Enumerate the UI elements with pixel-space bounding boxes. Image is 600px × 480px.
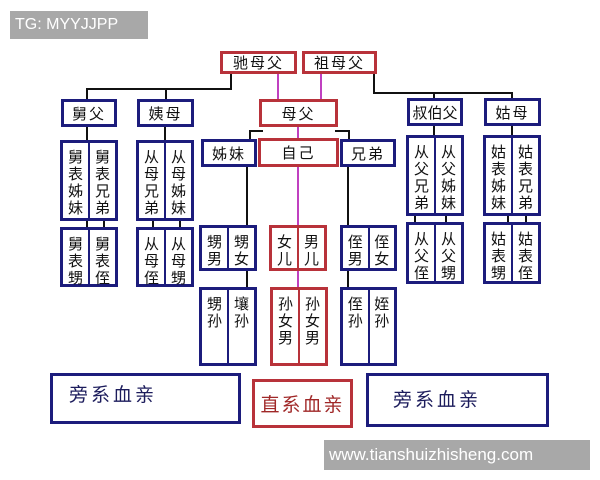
legend-direct: 直系血亲: [252, 379, 353, 428]
connector-line: [246, 270, 248, 288]
legend-collateral-right: 旁系血亲: [366, 373, 549, 427]
relative-cell: 从父侄: [413, 230, 429, 282]
maternal-uncle-cousin-children: 舅表甥 舅表侄: [60, 227, 118, 287]
direct-line: [277, 73, 279, 100]
relative-cell: 从父甥: [434, 225, 461, 282]
maternal-uncle-box: 舅父: [61, 99, 117, 127]
maternal-grandparents-box: 驰母父: [220, 51, 297, 74]
self-children: 女儿 男儿: [269, 225, 327, 271]
connector-line: [347, 166, 349, 226]
relative-cell: 女儿: [276, 233, 292, 268]
maternal-aunt-cousin-children: 从母侄 从母甥: [136, 227, 194, 287]
connector-line: [86, 88, 232, 90]
paternal-uncle-box: 叔伯父: [407, 98, 463, 126]
connector-line: [179, 220, 181, 228]
connector-line: [335, 130, 349, 132]
connector-line: [249, 130, 251, 140]
relative-cell: 从母侄: [143, 235, 159, 287]
legend-collateral-left: 旁系血亲: [50, 373, 241, 424]
watermark-bottom: www.tianshuizhisheng.com: [324, 440, 590, 470]
relative-cell: 甥女: [227, 228, 254, 268]
connector-line: [373, 92, 513, 94]
cousin-cell: 从父姊妹: [434, 138, 461, 213]
relative-cell: 姑表甥: [490, 230, 506, 282]
direct-line: [297, 126, 299, 139]
paternal-uncle-cousins: 从父兄弟 从父姊妹: [406, 135, 464, 216]
relative-cell: 孙女男: [298, 290, 325, 363]
cousin-cell: 姑表姊妹: [490, 143, 506, 212]
sisters-grandchildren: 甥孙 壤孙: [199, 287, 257, 366]
connector-line: [347, 270, 349, 288]
maternal-uncle-cousins: 舅表姊妹 舅表兄弟: [60, 140, 118, 221]
connector-line: [246, 166, 248, 226]
relative-cell: 舅表甥: [67, 235, 83, 287]
watermark-top: TG: MYYJJPP: [10, 11, 148, 39]
relative-cell: 甥孙: [206, 295, 222, 330]
relative-cell: 侄男: [347, 233, 363, 268]
cousin-cell: 从父兄弟: [413, 143, 429, 212]
direct-line: [297, 166, 299, 226]
connector-line: [433, 125, 435, 136]
connector-line: [511, 92, 513, 99]
sisters-children: 甥男 甥女: [199, 225, 257, 271]
relative-cell: 舅表侄: [88, 230, 115, 287]
cousin-cell: 从母兄弟: [143, 148, 159, 217]
connector-line: [525, 215, 527, 223]
connector-line: [86, 126, 88, 141]
connector-line: [445, 215, 447, 223]
relative-cell: 姪孙: [367, 290, 395, 363]
relative-cell: 从母甥: [164, 230, 191, 287]
parents-box: 母父: [259, 99, 338, 127]
relative-cell: 男儿: [297, 228, 324, 268]
connector-line: [164, 126, 166, 141]
relative-cell: 甥男: [206, 233, 222, 268]
relative-cell: 壤孙: [227, 290, 254, 363]
relative-cell: 姑表侄: [511, 225, 538, 282]
relative-cell: 侄孙: [347, 295, 363, 330]
connector-line: [152, 220, 154, 228]
direct-line: [320, 73, 322, 100]
connector-line: [507, 215, 509, 223]
cousin-cell: 舅表兄弟: [88, 143, 115, 218]
connector-line: [230, 73, 232, 89]
brothers-children: 侄男 侄女: [340, 225, 397, 271]
maternal-aunt-box: 姨母: [137, 99, 194, 127]
relative-cell: 侄女: [367, 228, 395, 268]
connector-line: [165, 88, 167, 100]
relative-cell: 孙女男: [277, 295, 293, 347]
connector-line: [103, 220, 105, 228]
connector-line: [433, 92, 435, 99]
brothers-box: 兄弟: [340, 139, 396, 167]
connector-line: [249, 130, 263, 132]
connector-line: [348, 130, 350, 140]
brothers-grandchildren: 侄孙 姪孙: [340, 287, 397, 366]
cousin-cell: 舅表姊妹: [67, 148, 83, 217]
sisters-box: 姊妹: [201, 139, 257, 167]
paternal-uncle-cousin-children: 从父侄 从父甥: [406, 222, 464, 284]
connector-line: [511, 125, 513, 136]
connector-line: [373, 73, 375, 93]
direct-line: [297, 270, 299, 288]
paternal-aunt-cousins: 姑表姊妹 姑表兄弟: [483, 135, 541, 216]
cousin-cell: 从母姊妹: [164, 143, 191, 218]
maternal-aunt-cousins: 从母兄弟 从母姊妹: [136, 140, 194, 221]
self-grandchildren: 孙女男 孙女男: [270, 287, 328, 366]
paternal-aunt-box: 姑母: [484, 98, 541, 126]
self-box: 自己: [258, 138, 339, 167]
connector-line: [86, 88, 88, 100]
connector-line: [414, 215, 416, 223]
connector-line: [86, 220, 88, 228]
cousin-cell: 姑表兄弟: [511, 138, 538, 213]
paternal-aunt-cousin-children: 姑表甥 姑表侄: [483, 222, 541, 284]
paternal-grandparents-box: 祖母父: [302, 51, 377, 74]
